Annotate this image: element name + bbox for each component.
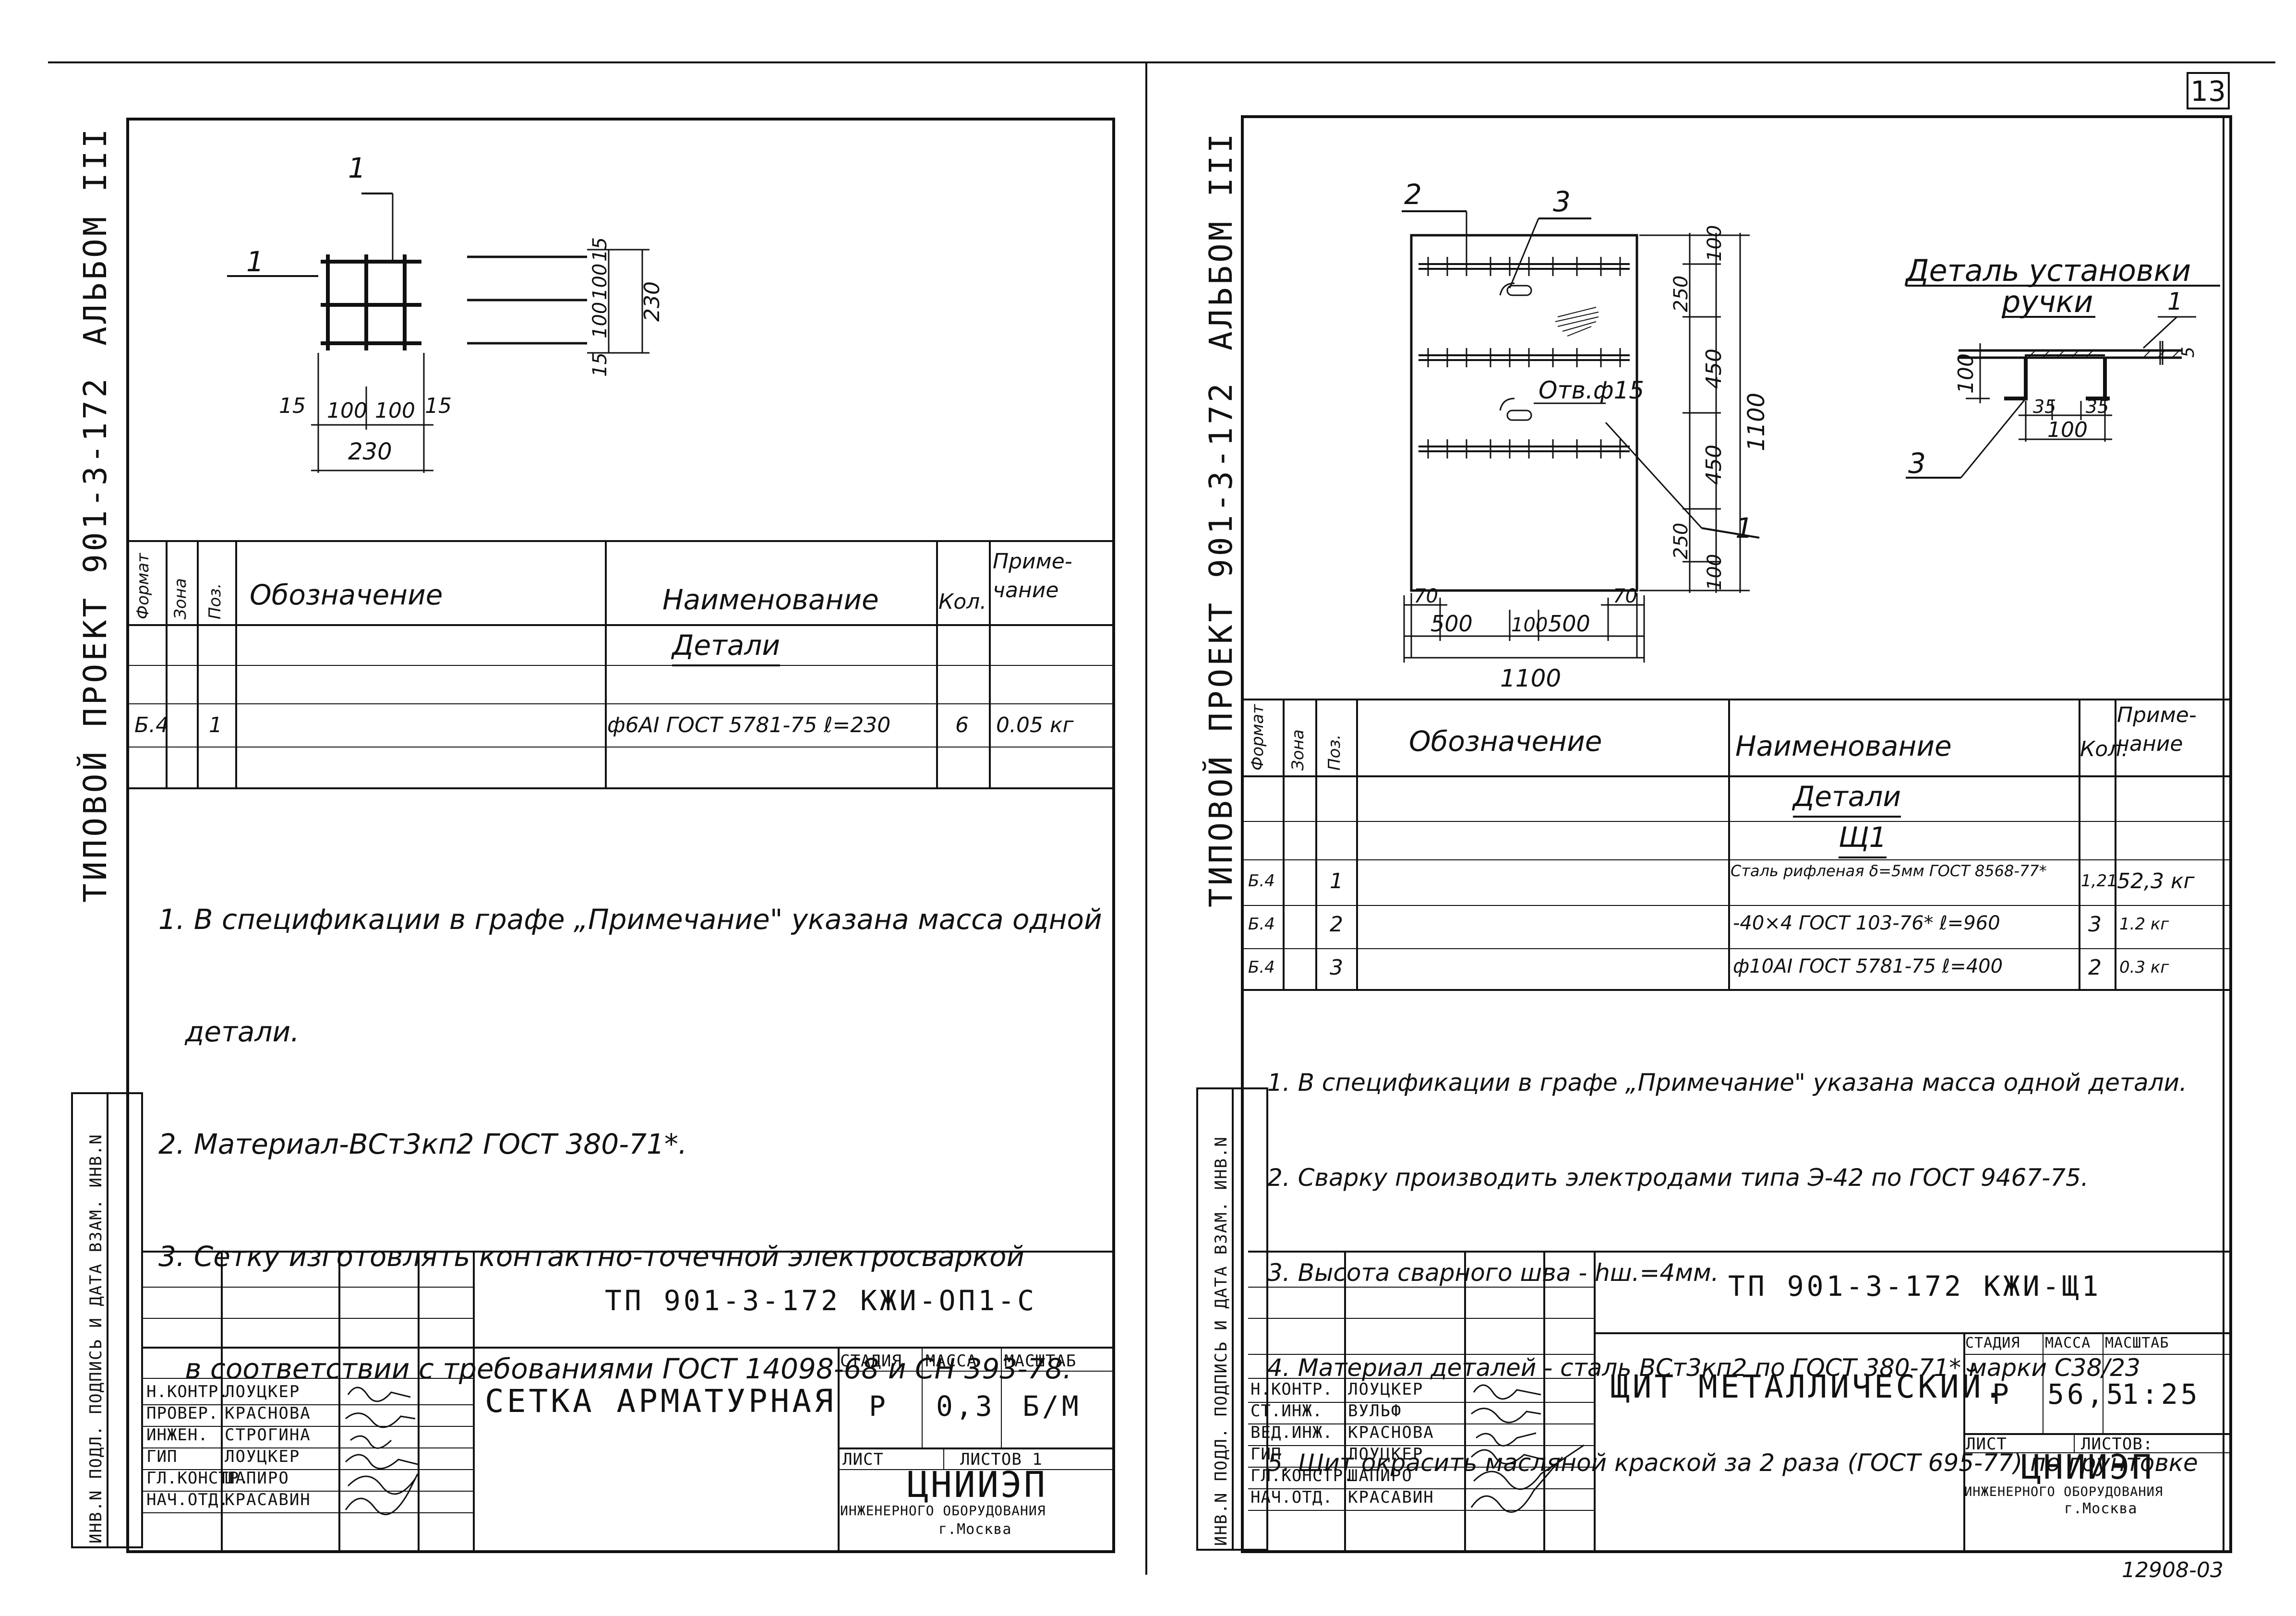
detail-dim-height: 100 [1954, 353, 1978, 394]
svg-text:100: 100 [589, 264, 611, 300]
svg-text:250: 250 [1670, 276, 1692, 312]
svg-text:100: 100 [1511, 614, 1548, 636]
right-stage: Р [1992, 1378, 2012, 1411]
detail-dim-total: 100 [2047, 418, 2088, 442]
right-dim-total-bottom: 1100 [1500, 664, 1561, 692]
left-names: Лоуцкер Краснова Строгина Лоуцкер Шапиро… [225, 1382, 311, 1509]
right-spec-section: Детали [1793, 780, 1901, 818]
left-hdr-format: Формат [133, 553, 153, 619]
left-hdr-designation: Обозначение [250, 579, 443, 611]
left-hdr-pos: Поз. [205, 583, 225, 619]
left-spec-section: Детали [672, 629, 781, 666]
right-spec-subsection: Щ1 [1839, 821, 1887, 858]
svg-text:15: 15 [279, 394, 306, 418]
right-shield-drawing: 2 3 [1402, 178, 2220, 692]
svg-text:100: 100 [1704, 225, 1726, 262]
right-hdr-qty: Кол. [2080, 737, 2128, 761]
right-frame [1241, 115, 2232, 1553]
detail-pos-3: 3 [1908, 447, 1926, 480]
right-names: Лоуцкер Вульф Краснова Лоуцкер Шапиро Кр… [1348, 1380, 1434, 1507]
page-number: 13 [2187, 72, 2230, 109]
right-org: ЦНИИЭП [2021, 1447, 2154, 1487]
right-hdr-pos: Поз. [1325, 734, 1344, 771]
sheet-edge-top [48, 61, 2275, 63]
left-hdr-qty: Кол. [938, 590, 987, 614]
left-frame [126, 118, 1115, 1553]
right-project-label: Типовой проект 901-3-172 [1202, 380, 1239, 907]
left-pos-top: 1 [348, 152, 366, 184]
svg-text:35: 35 [2033, 396, 2056, 417]
svg-text:15: 15 [589, 352, 611, 377]
right-notes: 1. В спецификации в графе „Примечание" у… [1267, 1069, 2198, 1477]
svg-text:100: 100 [589, 302, 611, 338]
right-drawing-title: Щит металлический. [1611, 1368, 2006, 1405]
detail-pos-1: 1 [2167, 288, 2183, 315]
detail-title-2: ручки [2001, 284, 2093, 319]
left-dim-total-right: 230 [640, 281, 664, 322]
right-doc-code: ТП 901-3-172 КЖИ-Щ1 [1728, 1270, 2102, 1302]
right-hdr-designation: Обозначение [1409, 725, 1602, 758]
left-mesh-drawing: 1 1 15 100 100 15 230 [227, 152, 664, 473]
svg-text:450: 450 [1702, 445, 1726, 485]
right-roles: Н.контр. Ст.инж. Вед.инж. ГИП Гл.констр.… [1250, 1380, 1354, 1507]
svg-text:100: 100 [1704, 554, 1726, 591]
svg-text:450: 450 [1702, 349, 1726, 389]
svg-text:100: 100 [375, 398, 415, 423]
svg-text:70: 70 [1613, 585, 1637, 607]
left-doc-code: ТП 901-3-172 КЖИ-ОП1-С [605, 1284, 1037, 1317]
svg-text:250: 250 [1670, 523, 1692, 559]
svg-text:500: 500 [1548, 611, 1590, 637]
left-mass: 0,3 [936, 1390, 995, 1423]
left-side-fields: Инв.N подл. Подпись и дата Взам. инв.N [86, 1134, 106, 1544]
right-album-label: Альбом III [1202, 131, 1239, 350]
svg-text:70: 70 [1414, 585, 1438, 607]
left-pos-left: 1 [246, 245, 264, 278]
archive-number: 12908-03 [2122, 1558, 2224, 1582]
left-project-label: Типовой проект 901-3-172 [77, 375, 114, 903]
left-roles: Н.контр. Провер. Инжен. ГИП Гл.констр. Н… [146, 1382, 250, 1509]
right-pos-1: 1 [1735, 512, 1753, 544]
right-hdr-note: Приме-чание [2117, 703, 2197, 756]
left-hdr-name: Наименование [662, 583, 879, 616]
detail-title-1: Деталь установки [1904, 253, 2191, 288]
left-drawing-title: Сетка арматурная [485, 1383, 836, 1420]
right-hdr-format: Формат [1248, 704, 1267, 771]
svg-text:15: 15 [589, 237, 611, 262]
right-pos-3: 3 [1553, 185, 1571, 218]
left-stage: Р [869, 1390, 889, 1423]
right-hole-label: Отв.ф15 [1539, 376, 1644, 404]
detail-dim-t: 5 [2178, 347, 2198, 358]
svg-text:15: 15 [425, 394, 452, 418]
right-side-fields: Инв.N подл. Подпись и дата Взам. инв.N [1212, 1136, 1231, 1546]
right-scale: 1:25 [2122, 1378, 2200, 1411]
left-album-label: Альбом III [77, 126, 114, 346]
right-signatures [1470, 1384, 1585, 1513]
svg-text:100: 100 [327, 398, 367, 423]
svg-text:500: 500 [1430, 611, 1473, 637]
right-dim-total-right: 1100 [1743, 393, 1770, 451]
right-hdr-zone: Зона [1288, 729, 1308, 771]
left-org: ЦНИИЭП [907, 1464, 1047, 1506]
right-pos-2: 2 [1404, 178, 1422, 211]
left-scale: Б/М [1022, 1390, 1082, 1423]
left-hdr-zone: Зона [171, 578, 190, 619]
left-hdr-note: Приме-чание [993, 549, 1072, 603]
left-dim-total-bottom: 230 [348, 438, 392, 465]
left-notes: 1. В спецификации в графе „Примечание" у… [158, 903, 1102, 1385]
svg-text:35: 35 [2086, 396, 2109, 417]
right-hdr-name: Наименование [1735, 730, 1952, 762]
left-signatures [345, 1387, 419, 1516]
sheet-fold [1145, 62, 1147, 1575]
right-mass: 56,5 [2047, 1378, 2126, 1411]
